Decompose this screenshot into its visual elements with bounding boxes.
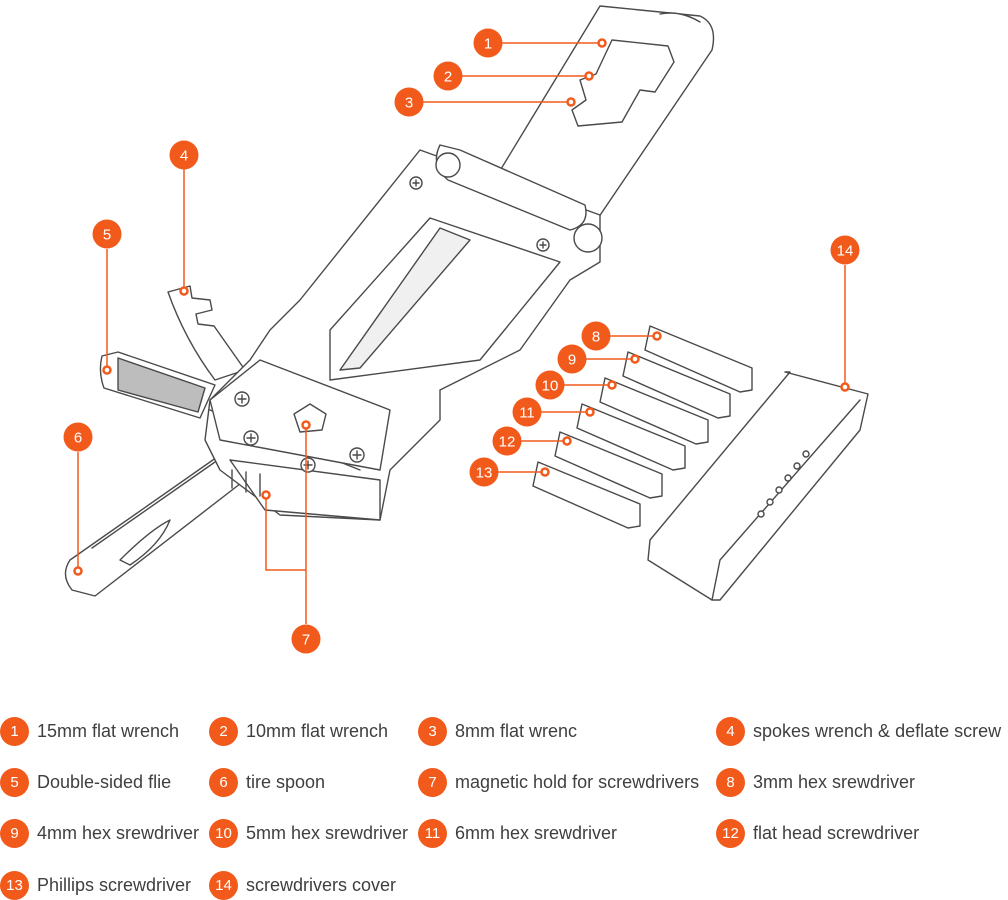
callout-9: 9 [557, 344, 587, 374]
legend-item-6: 6 tire spoon [209, 767, 325, 797]
hinge-barrel [435, 144, 587, 231]
callout-6-number: 6 [74, 430, 82, 447]
tire-spoon-arm [64, 447, 246, 597]
legend-label-12: flat head screwdriver [753, 822, 920, 843]
legend-label-8: 3mm hex srewdriver [753, 771, 916, 792]
callout-9-number: 9 [568, 352, 576, 369]
callout-8: 8 [581, 321, 611, 351]
callout-1-number: 1 [484, 36, 492, 53]
callout-3-number: 3 [405, 95, 413, 112]
legend-badge-3: 3 [418, 716, 447, 746]
callout-4-number: 4 [180, 148, 188, 165]
legend-item-4: 4 spokes wrench & deflate screw [716, 716, 1001, 746]
bit-set [532, 325, 753, 529]
legend-item-11: 11 6mm hex srewdriver [418, 818, 617, 848]
legend-badge-11: 11 [418, 818, 447, 848]
legend-item-12: 12 flat head screwdriver [716, 818, 919, 848]
callout-10-number: 10 [542, 378, 559, 395]
multitool-diagram: 1 2 3 4 5 6 7 8 9 10 11 12 13 14 [63, 5, 869, 654]
legend-item-3: 3 8mm flat wrenc [418, 716, 577, 746]
leader-endpoints [73, 38, 850, 576]
legend-label-2: 10mm flat wrench [246, 720, 389, 741]
legend-label-14: screwdrivers cover [246, 874, 397, 895]
legend-label-6: tire spoon [246, 771, 326, 792]
screw-heads [234, 176, 550, 473]
legend-badge-5: 5 [0, 767, 29, 797]
legend-badge-14: 14 [209, 870, 238, 900]
callout-8-number: 8 [592, 329, 600, 346]
callout-6: 6 [63, 422, 93, 452]
spoke-wrench-arm [167, 285, 246, 381]
legend-label-11: 6mm hex srewdriver [455, 822, 618, 843]
callout-12: 12 [492, 426, 522, 456]
legend-label-4: spokes wrench & deflate screw [753, 720, 1002, 741]
callout-11: 11 [512, 397, 542, 427]
callout-7-number: 7 [302, 632, 310, 649]
legend-item-2: 2 10mm flat wrench [209, 716, 388, 746]
bit-cover [647, 371, 869, 601]
legend-badge-6: 6 [209, 767, 238, 797]
legend-item-14: 14 screwdrivers cover [209, 870, 396, 900]
callout-14: 14 [830, 235, 860, 265]
legend-item-13: 13 Phillips screwdriver [0, 870, 191, 900]
callout-12-number: 12 [499, 434, 516, 451]
legend-label-13: Phillips screwdriver [37, 874, 192, 895]
legend-label-5: Double-sided flie [37, 771, 172, 792]
legend-badge-1: 1 [0, 716, 29, 746]
legend-label-7: magnetic hold for screwdrivers [455, 771, 700, 792]
callout-3: 3 [394, 87, 424, 117]
callout-4: 4 [169, 140, 199, 170]
legend-label-9: 4mm hex srewdriver [37, 822, 200, 843]
legend-badge-2: 2 [209, 716, 238, 746]
legend-item-9: 9 4mm hex srewdriver [0, 818, 199, 848]
legend-item-10: 10 5mm hex srewdriver [209, 818, 408, 848]
tool-illustration [64, 5, 869, 601]
callout-2: 2 [433, 61, 463, 91]
leader-lines [77, 42, 846, 624]
callout-14-number: 14 [837, 243, 854, 260]
legend-badge-12: 12 [716, 818, 745, 848]
callout-10: 10 [535, 370, 565, 400]
legend-badge-8: 8 [716, 767, 745, 797]
callout-5-number: 5 [103, 227, 111, 244]
callout-7: 7 [291, 624, 321, 654]
legend-badge-10: 10 [209, 818, 238, 848]
callout-13-number: 13 [476, 465, 493, 482]
callout-5: 5 [92, 219, 122, 249]
legend-item-8: 8 3mm hex srewdriver [716, 767, 915, 797]
legend-item-7: 7 magnetic hold for screwdrivers [418, 767, 699, 797]
callout-1: 1 [473, 28, 503, 58]
legend-label-3: 8mm flat wrenc [455, 720, 578, 741]
legend-label-1: 15mm flat wrench [37, 720, 180, 741]
legend-badge-9: 9 [0, 818, 29, 848]
legend-badge-7: 7 [418, 767, 447, 797]
legend-badge-4: 4 [716, 716, 745, 746]
callout-2-number: 2 [444, 69, 452, 86]
callout-11-number: 11 [519, 405, 535, 422]
legend-item-5: 5 Double-sided flie [0, 767, 171, 797]
legend-label-10: 5mm hex srewdriver [246, 822, 409, 843]
callout-13: 13 [469, 457, 499, 487]
legend-item-1: 1 15mm flat wrench [0, 716, 179, 746]
legend-badge-13: 13 [0, 870, 29, 900]
